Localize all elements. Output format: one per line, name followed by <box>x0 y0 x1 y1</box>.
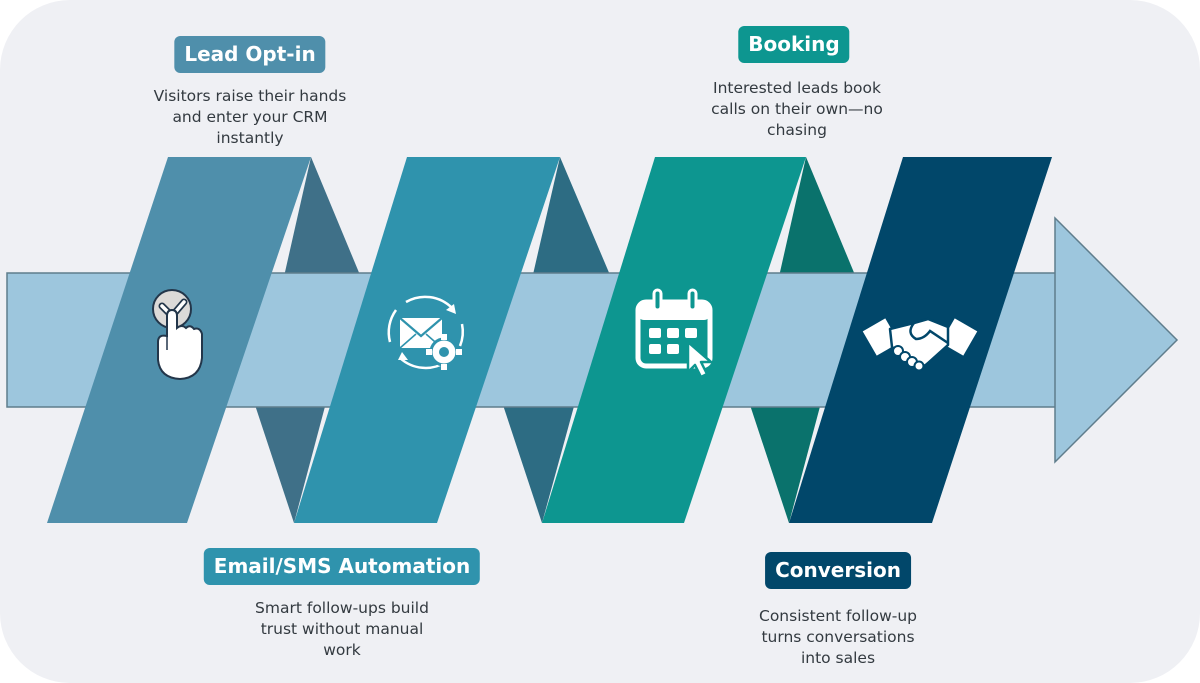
description-line: chasing <box>767 121 827 139</box>
step-description-email-sms-automation: Smart follow-ups build trust without man… <box>212 598 472 661</box>
description-line: Visitors raise their hands <box>153 87 347 105</box>
hand-tap-checkmark-icon <box>152 289 203 381</box>
step-title-lead-opt-in: Lead Opt-in <box>174 36 326 73</box>
step-title-email-sms-automation: Email/SMS Automation <box>203 548 481 585</box>
step-title-booking: Booking <box>738 26 850 63</box>
ribbon-booking <box>542 157 806 523</box>
step-description-lead-opt-in: Visitors raise their hands and enter you… <box>120 86 380 149</box>
description-line: trust without manual <box>260 620 424 638</box>
description-line: into sales <box>800 649 876 667</box>
description-line: calls on their own—no <box>711 100 883 118</box>
step-description-conversion: Consistent follow-up turns conversations… <box>708 606 968 669</box>
description-line: work <box>323 641 361 659</box>
description-line: Smart follow-ups build <box>255 599 429 617</box>
email-automation-gear-icon <box>387 295 465 370</box>
description-line: Consistent follow-up <box>759 607 917 625</box>
description-line: instantly <box>216 129 284 147</box>
description-line: turns conversations <box>761 628 915 646</box>
arrow-head <box>1054 216 1179 464</box>
description-line: Interested leads book <box>713 79 881 97</box>
step-description-booking: Interested leads book calls on their own… <box>667 78 927 141</box>
calendar-click-icon <box>635 288 713 379</box>
description-line: and enter your CRM <box>172 108 328 126</box>
handshake-icon <box>862 317 978 372</box>
step-title-conversion: Conversion <box>765 552 911 589</box>
